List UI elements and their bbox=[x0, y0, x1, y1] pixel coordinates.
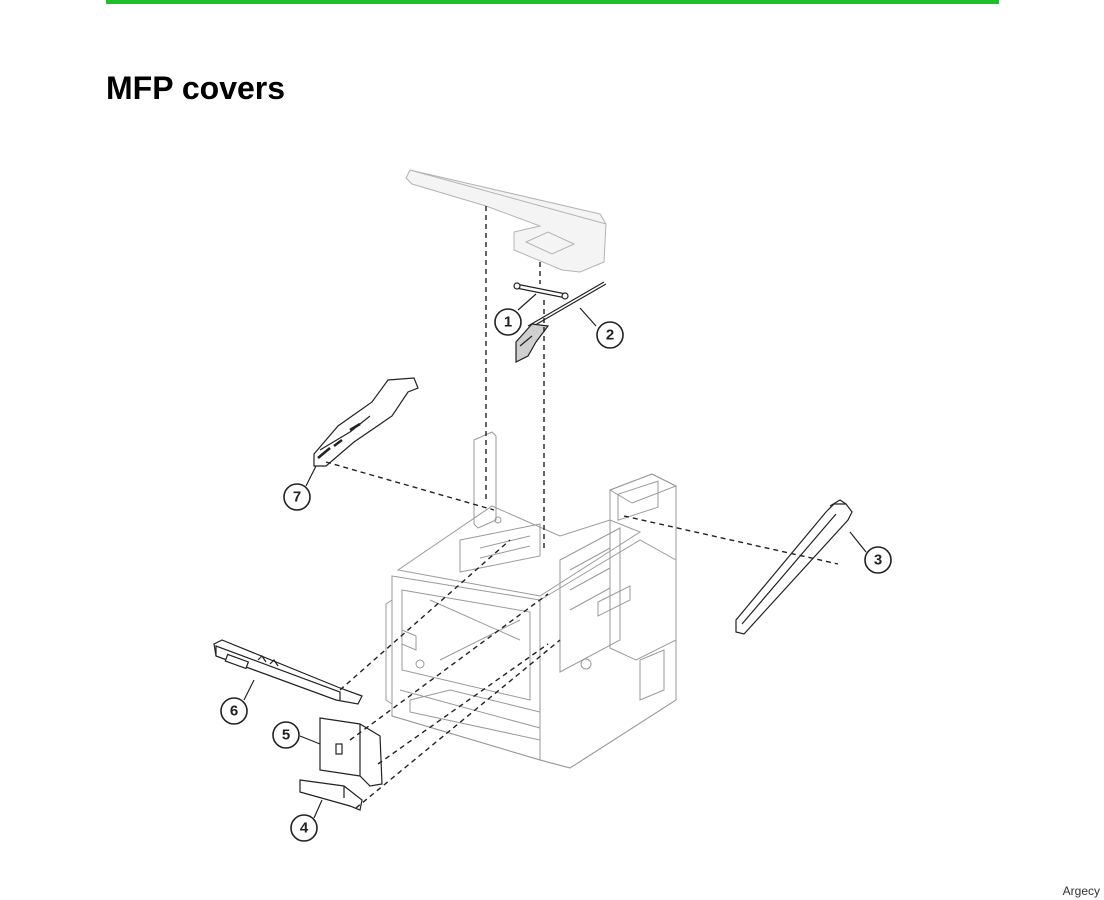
callout-1: 1 bbox=[494, 308, 522, 336]
callout-6-number: 6 bbox=[230, 703, 238, 720]
callout-5: 5 bbox=[272, 721, 300, 749]
printer-frame bbox=[385, 431, 678, 769]
assembly-guide-lines bbox=[325, 206, 839, 809]
callout-5-number: 5 bbox=[282, 727, 290, 744]
page-title: MFP covers bbox=[106, 70, 286, 106]
callout-4-number: 4 bbox=[300, 820, 309, 837]
callout-4: 4 bbox=[290, 814, 318, 842]
callout-3-number: 3 bbox=[874, 552, 882, 569]
part-1-hinge-bar bbox=[513, 282, 569, 300]
footer-brand: Argecy bbox=[1062, 884, 1100, 898]
part-6-front-panel bbox=[213, 639, 363, 705]
callout-2-number: 2 bbox=[606, 327, 614, 344]
callout-leader-lines bbox=[243, 293, 867, 819]
callout-6: 6 bbox=[220, 697, 248, 725]
callout-7-number: 7 bbox=[293, 489, 301, 506]
top-accent-rule bbox=[106, 0, 999, 4]
callout-7: 7 bbox=[283, 483, 311, 511]
part-2-cover-rod bbox=[515, 281, 607, 363]
part-4-lower-trim bbox=[299, 779, 363, 811]
scanner-top-cover bbox=[405, 169, 607, 273]
part-7-left-rail-cover bbox=[313, 377, 419, 467]
callout-1-number: 1 bbox=[504, 314, 512, 331]
part-3-right-rail bbox=[735, 499, 853, 635]
part-5-door-cover bbox=[319, 717, 383, 787]
callout-3: 3 bbox=[864, 546, 892, 574]
callout-2: 2 bbox=[596, 321, 624, 349]
